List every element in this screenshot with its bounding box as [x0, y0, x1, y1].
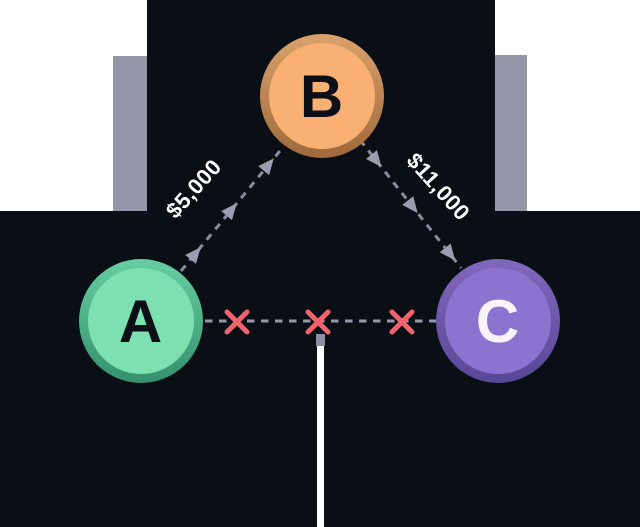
center-vertical-bar	[317, 346, 324, 527]
right-accent-bar	[495, 55, 527, 211]
node-c-label: C	[475, 287, 521, 355]
node-c[interactable]: C	[436, 259, 560, 383]
node-a-label: A	[118, 287, 164, 355]
left-accent-bar	[113, 56, 147, 211]
node-a[interactable]: A	[79, 259, 203, 383]
node-b-label: B	[299, 62, 345, 130]
center-bar-cap	[316, 334, 325, 346]
node-b[interactable]: B	[260, 34, 384, 158]
